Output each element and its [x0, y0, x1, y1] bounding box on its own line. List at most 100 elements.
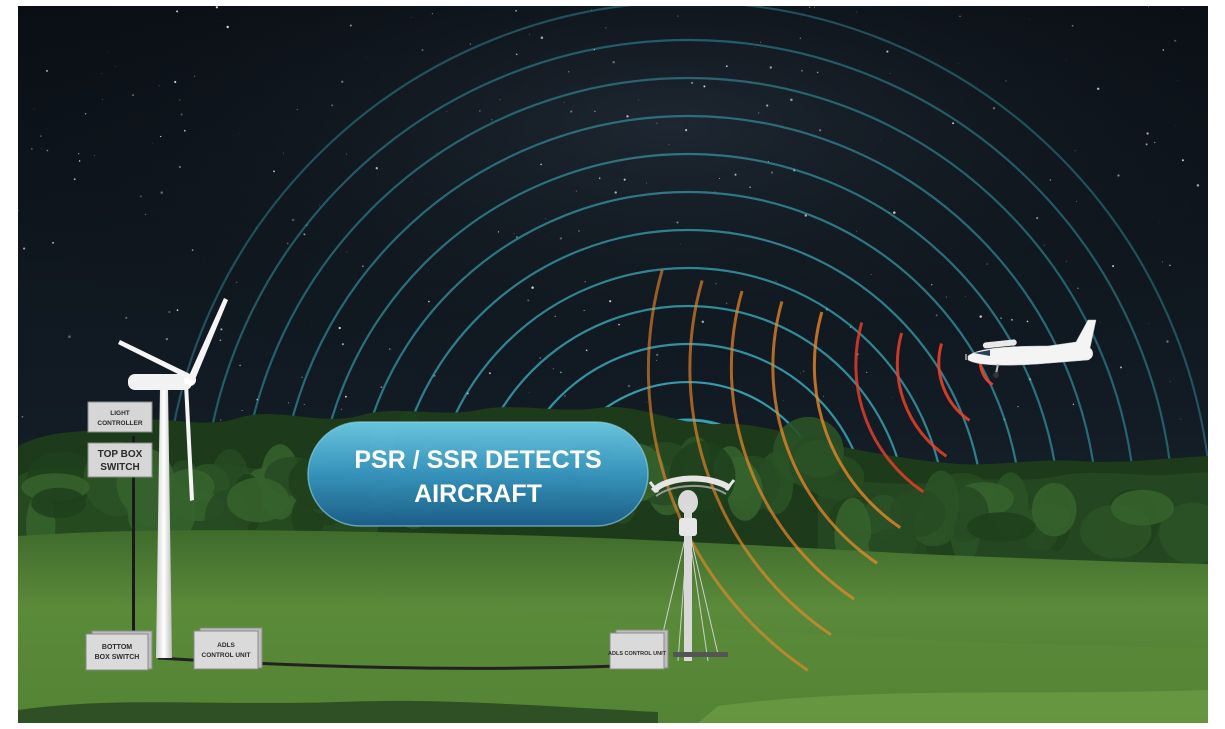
star [1043, 244, 1045, 246]
wind-turbine-icon [118, 298, 228, 658]
star [552, 368, 555, 370]
star [749, 186, 751, 188]
star [331, 104, 334, 107]
star [305, 224, 308, 227]
star [889, 72, 891, 74]
star [1077, 287, 1079, 289]
star [690, 81, 694, 85]
star [540, 163, 542, 166]
radar-wave-arc [162, 6, 1208, 527]
star [497, 231, 500, 233]
star [411, 17, 412, 18]
star [380, 386, 383, 389]
star [479, 110, 481, 112]
star [986, 263, 988, 265]
top-box-switch-line1: TOP BOX [98, 449, 143, 460]
star [563, 102, 565, 104]
star [560, 371, 562, 374]
rocks-foreground [18, 700, 658, 723]
star [638, 99, 639, 101]
star [160, 135, 162, 138]
star [1148, 323, 1150, 324]
star [623, 178, 626, 181]
star [614, 191, 617, 194]
star [1181, 159, 1184, 162]
star [160, 191, 163, 194]
star [1096, 87, 1100, 91]
star [1026, 320, 1029, 323]
star [114, 66, 116, 67]
star [598, 177, 601, 179]
star [226, 25, 229, 29]
star [109, 375, 111, 377]
star [78, 153, 80, 155]
star [1117, 174, 1120, 177]
star [319, 204, 321, 206]
star [529, 33, 530, 35]
star [176, 309, 179, 311]
star [215, 6, 219, 9]
star [714, 191, 716, 192]
star [1174, 125, 1176, 127]
adls-control-unit-right-box: ADLS CONTROL UNIT [608, 629, 669, 670]
star [766, 104, 769, 107]
callout-line2: AIRCRAFT [414, 480, 542, 508]
star [311, 322, 313, 324]
return-wave-arc [646, 269, 809, 672]
star [30, 147, 33, 150]
star [180, 113, 183, 116]
star [168, 310, 171, 314]
star [870, 274, 872, 275]
star [362, 265, 364, 268]
star [856, 11, 857, 13]
star [725, 65, 728, 68]
return-wave-arc [854, 322, 925, 494]
star [1071, 24, 1074, 27]
star [1146, 132, 1149, 135]
star [84, 113, 87, 115]
star [769, 66, 772, 69]
star [935, 314, 938, 317]
return-wave-arc [812, 311, 902, 529]
star [964, 296, 966, 298]
star [220, 419, 222, 421]
star [656, 353, 659, 357]
radar-wave-arc [390, 228, 986, 527]
star [1161, 261, 1163, 263]
star [886, 50, 889, 53]
star [446, 110, 448, 112]
star [545, 218, 546, 219]
star [618, 323, 620, 326]
star [725, 302, 728, 305]
star [656, 359, 658, 361]
star [646, 401, 647, 403]
star [677, 15, 679, 17]
star [490, 118, 493, 121]
star [291, 218, 295, 222]
star [866, 371, 868, 373]
star [436, 152, 437, 154]
radar-wave-arc [276, 114, 1100, 527]
star [428, 300, 430, 303]
star [1196, 184, 1200, 187]
star [174, 80, 177, 84]
star [803, 370, 805, 372]
star [469, 43, 472, 45]
top-box-switch-line2: SWITCH [100, 462, 139, 473]
star [823, 395, 824, 397]
radar-detection-scene: LIGHT CONTROLLER TOP BOX SWITCH BOTTOM B… [18, 6, 1208, 723]
star [301, 376, 303, 379]
star [893, 211, 896, 214]
star [1182, 7, 1184, 9]
star [421, 49, 424, 51]
star [564, 394, 566, 397]
star [575, 190, 578, 192]
star [1169, 264, 1171, 267]
star [539, 357, 541, 359]
return-wave-arc [771, 301, 878, 565]
star [1112, 265, 1115, 268]
star [1145, 143, 1148, 146]
star [241, 410, 243, 412]
star [790, 98, 793, 102]
star [286, 242, 289, 245]
